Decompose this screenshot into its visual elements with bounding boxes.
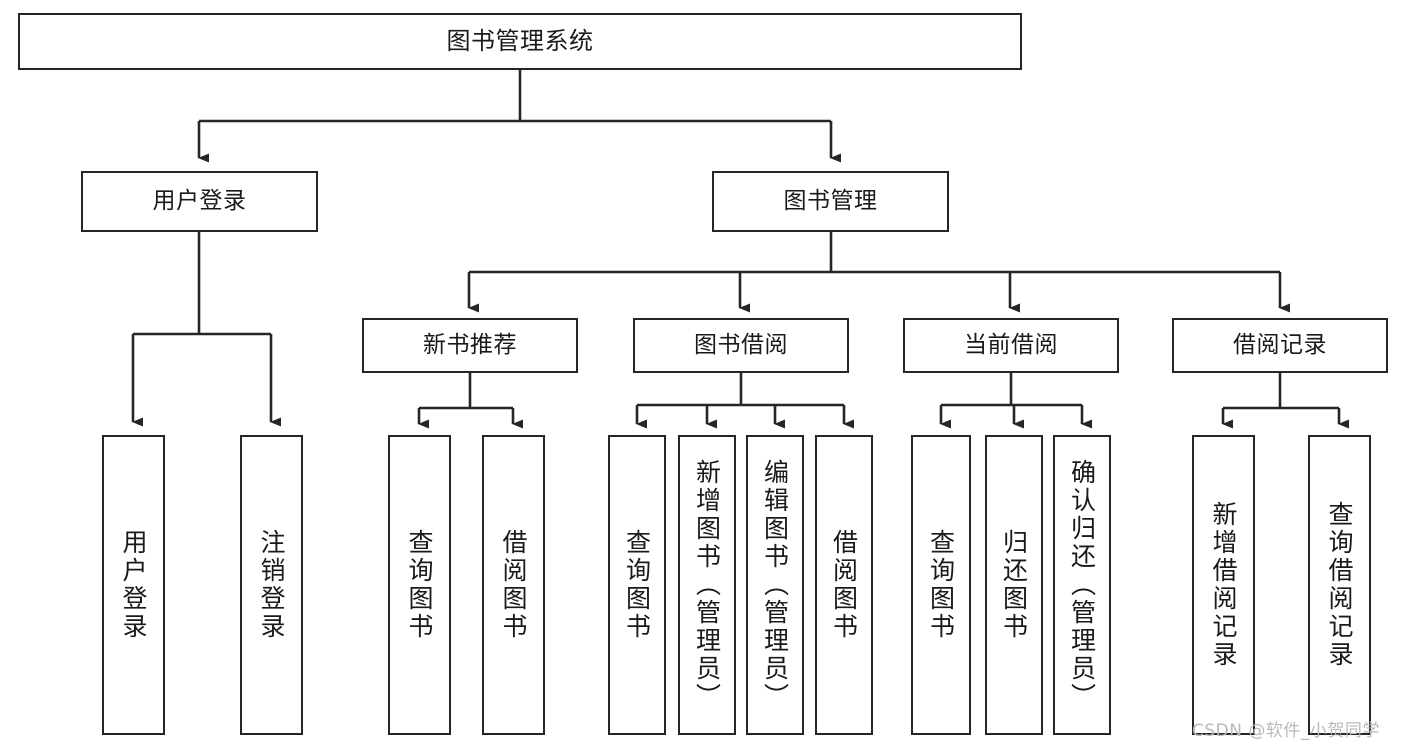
node-leaf-add-record[interactable]: 新增借阅记录 <box>1192 435 1255 735</box>
node-leaf-query-book-1[interactable]: 查询图书 <box>388 435 451 735</box>
node-leaf-user-login[interactable]: 用户登录 <box>102 435 165 735</box>
node-user-login[interactable]: 用户登录 <box>81 171 318 232</box>
node-leaf-edit-book-label: 编辑图书（管理员） <box>760 459 790 711</box>
node-book-borrow[interactable]: 图书借阅 <box>633 318 849 373</box>
node-new-book-recommend-label: 新书推荐 <box>423 331 517 358</box>
node-book-manage-label: 图书管理 <box>783 187 878 214</box>
node-leaf-borrow-book-1[interactable]: 借阅图书 <box>482 435 545 735</box>
node-leaf-query-book-1-label: 查询图书 <box>405 529 434 641</box>
node-leaf-return-book[interactable]: 归还图书 <box>985 435 1043 735</box>
node-leaf-query-record[interactable]: 查询借阅记录 <box>1308 435 1371 735</box>
node-leaf-return-book-label: 归还图书 <box>999 529 1029 641</box>
node-leaf-confirm-return[interactable]: 确认归还（管理员） <box>1053 435 1111 735</box>
node-leaf-query-book-3-label: 查询图书 <box>926 529 956 641</box>
node-leaf-borrow-book-2[interactable]: 借阅图书 <box>815 435 873 735</box>
node-book-borrow-label: 图书借阅 <box>694 331 788 358</box>
node-leaf-query-book-2-label: 查询图书 <box>622 529 652 641</box>
node-new-book-recommend[interactable]: 新书推荐 <box>362 318 578 373</box>
node-borrow-record-label: 借阅记录 <box>1233 331 1327 358</box>
node-leaf-add-book[interactable]: 新增图书（管理员） <box>678 435 736 735</box>
node-user-login-label: 用户登录 <box>152 187 247 214</box>
node-root[interactable]: 图书管理系统 <box>18 13 1022 70</box>
node-leaf-user-logout[interactable]: 注销登录 <box>240 435 303 735</box>
node-leaf-add-record-label: 新增借阅记录 <box>1209 501 1238 669</box>
node-leaf-add-book-label: 新增图书（管理员） <box>692 459 722 711</box>
node-book-manage[interactable]: 图书管理 <box>712 171 949 232</box>
node-borrow-record[interactable]: 借阅记录 <box>1172 318 1388 373</box>
node-leaf-borrow-book-2-label: 借阅图书 <box>829 529 859 641</box>
node-root-label: 图书管理系统 <box>446 27 594 56</box>
node-leaf-edit-book[interactable]: 编辑图书（管理员） <box>746 435 804 735</box>
node-leaf-query-book-2[interactable]: 查询图书 <box>608 435 666 735</box>
node-current-borrow-label: 当前借阅 <box>964 331 1058 358</box>
node-leaf-query-record-label: 查询借阅记录 <box>1325 501 1354 669</box>
node-leaf-confirm-return-label: 确认归还（管理员） <box>1067 459 1097 711</box>
node-current-borrow[interactable]: 当前借阅 <box>903 318 1119 373</box>
node-leaf-user-login-label: 用户登录 <box>119 529 148 641</box>
csdn-watermark: CSDN @软件_小贺同学 <box>1192 721 1380 741</box>
node-leaf-user-logout-label: 注销登录 <box>257 529 286 641</box>
node-leaf-query-book-3[interactable]: 查询图书 <box>911 435 971 735</box>
node-leaf-borrow-book-1-label: 借阅图书 <box>499 529 528 641</box>
